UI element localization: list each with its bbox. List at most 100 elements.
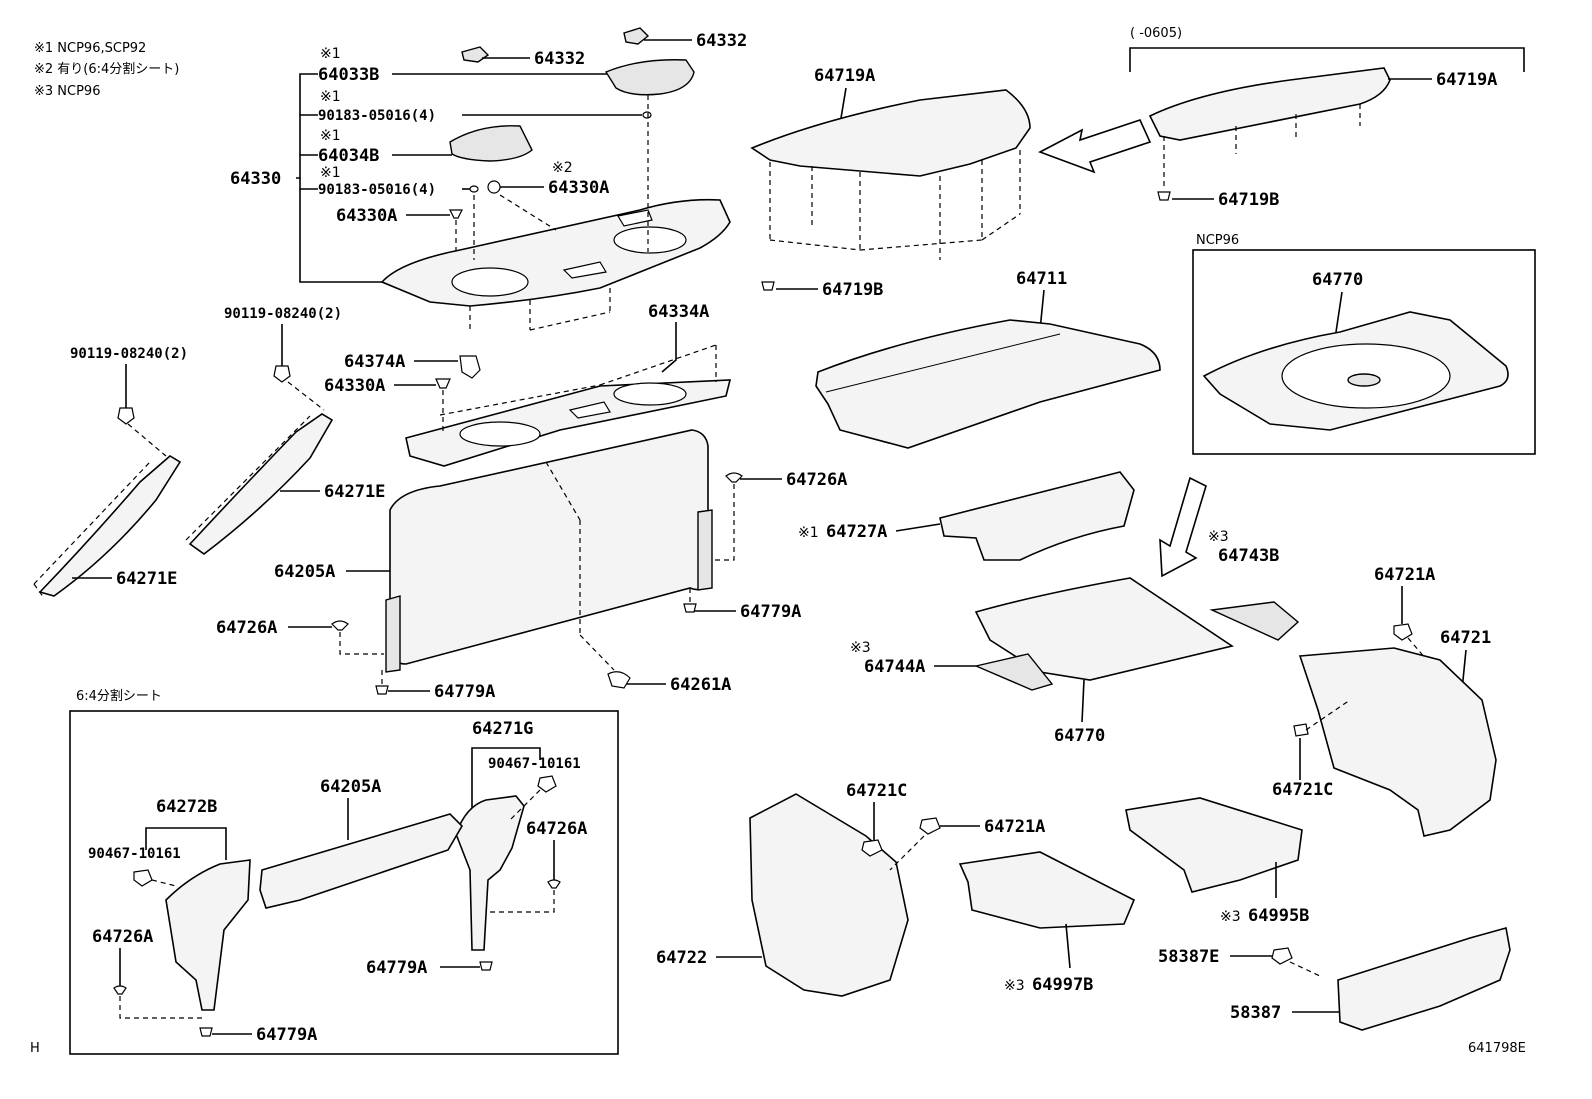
luggage-mat-64770: [974, 577, 1234, 681]
label-64330A-c: 64330A: [324, 376, 385, 396]
label-64997B: 64997B: [1032, 975, 1093, 995]
label-90183-a: 90183-05016(4): [318, 108, 436, 124]
label-90183-b: 90183-05016(4): [318, 182, 436, 198]
label-64779A-a: 64779A: [740, 602, 801, 622]
side-trim-64271E-a: [33, 455, 182, 599]
mark-3b: ※3: [850, 640, 871, 656]
label-58387E: 58387E: [1158, 947, 1219, 967]
label-64726A-b: 64726A: [216, 618, 277, 638]
mark-1c: ※1: [320, 128, 341, 144]
label-64995B: 64995B: [1248, 906, 1309, 926]
seatback-board-64205A: [385, 429, 713, 673]
label-64205A-a: 64205A: [274, 562, 335, 582]
side-liner-64721: [1298, 647, 1497, 837]
split-seat-title: 6:4分割シート: [76, 688, 162, 704]
label-64332-a: 64332: [534, 49, 585, 69]
label-64779A-d: 64779A: [256, 1025, 317, 1045]
label-64743B: 64743B: [1218, 546, 1279, 566]
label-64721C-a: 64721C: [1272, 780, 1333, 800]
mark-1d: ※1: [320, 165, 341, 181]
note-3: ※3 NCP96: [34, 84, 100, 99]
label-64205A-b: 64205A: [320, 777, 381, 797]
box-64727A: [939, 471, 1135, 561]
label-64711: 64711: [1016, 269, 1067, 289]
label-64721A-b: 64721A: [984, 817, 1045, 837]
mark-3d: ※3: [1220, 909, 1241, 925]
label-90119-b: 90119-08240(2): [70, 346, 188, 362]
mark-1b: ※1: [320, 89, 341, 105]
split-seat-inset: [69, 710, 619, 1055]
label-64272B: 64272B: [156, 797, 217, 817]
label-64744A: 64744A: [864, 657, 925, 677]
side-trim-64271E-b: [185, 413, 334, 555]
label-64330A-b: 64330A: [336, 206, 397, 226]
label-64721A-a: 64721A: [1374, 565, 1435, 585]
period-label: ( -0605): [1130, 26, 1182, 41]
cover-64033B: [604, 59, 695, 96]
label-64779A-b: 64779A: [434, 682, 495, 702]
ncp96-title: NCP96: [1196, 233, 1239, 248]
side-liner-64722: [749, 793, 909, 997]
trim-58387: [1337, 926, 1511, 1031]
tray-64995B: [1125, 797, 1303, 893]
mark-2a: ※2: [552, 160, 573, 176]
label-64330: 64330: [230, 169, 281, 189]
mark-1e: ※1: [798, 525, 819, 541]
label-64770-b: 64770: [1054, 726, 1105, 746]
seatback-board-64205A-split: [259, 813, 464, 909]
label-64332-b: 64332: [696, 31, 747, 51]
package-tray-64330: [380, 95, 731, 331]
tray-mat-64334A: [405, 344, 732, 467]
direction-arrow-down: [1159, 476, 1207, 578]
side-panel-64271G: [455, 795, 525, 951]
label-64721: 64721: [1440, 628, 1491, 648]
footer-left-code: H: [30, 1041, 40, 1056]
label-64271E-b: 64271E: [324, 482, 385, 502]
label-64779A-c: 64779A: [366, 958, 427, 978]
label-90467-a: 90467-10161: [488, 756, 581, 772]
label-64330A-a: 64330A: [548, 178, 609, 198]
label-64721C-b: 64721C: [846, 781, 907, 801]
label-64719B-b: 64719B: [1218, 190, 1279, 210]
board-64719A-b: [1148, 67, 1391, 186]
label-64726A-c: 64726A: [526, 819, 587, 839]
label-64719A-a: 64719A: [814, 66, 875, 86]
cap-64332-a: [461, 46, 490, 63]
label-64033B: 64033B: [318, 65, 379, 85]
label-64727A: 64727A: [826, 522, 887, 542]
note-1: ※1 NCP96,SCP92: [34, 41, 146, 56]
mark-1a: ※1: [320, 46, 341, 62]
mark-3a: ※3: [1208, 529, 1229, 545]
spare-tire-cover-64770-ncp96: [1202, 311, 1509, 431]
label-64271E-a: 64271E: [116, 569, 177, 589]
note-2: ※2 有り(6:4分割シート): [34, 61, 179, 77]
mark-3c: ※3: [1004, 978, 1025, 994]
label-64034B: 64034B: [318, 146, 379, 166]
board-64719A-a: [750, 89, 1031, 260]
tray-64997B: [958, 851, 1136, 929]
label-64719A-b: 64719A: [1436, 70, 1497, 90]
label-64374A: 64374A: [344, 352, 405, 372]
cap-64332-b: [623, 27, 650, 45]
label-64726A-a: 64726A: [786, 470, 847, 490]
ncp96-inset: [1192, 249, 1536, 455]
mat-64743B: [1209, 601, 1300, 641]
label-64719B-a: 64719B: [822, 280, 883, 300]
mat-64744A: [973, 653, 1054, 691]
label-90119-a: 90119-08240(2): [224, 306, 342, 322]
label-64334A: 64334A: [648, 302, 709, 322]
label-58387: 58387: [1230, 1003, 1281, 1023]
period-bracket: [1129, 47, 1525, 72]
label-64722: 64722: [656, 948, 707, 968]
label-64770-a: 64770: [1312, 270, 1363, 290]
side-panel-64272B: [165, 859, 251, 1011]
label-64271G: 64271G: [472, 719, 533, 739]
label-64726A-d: 64726A: [92, 927, 153, 947]
label-90467-b: 90467-10161: [88, 846, 181, 862]
deck-board-64711: [815, 319, 1161, 449]
cover-64034B: [449, 125, 533, 162]
direction-arrow-left: [1038, 119, 1152, 174]
diagram-code: 641798E: [1468, 1041, 1526, 1056]
label-64261A: 64261A: [670, 675, 731, 695]
